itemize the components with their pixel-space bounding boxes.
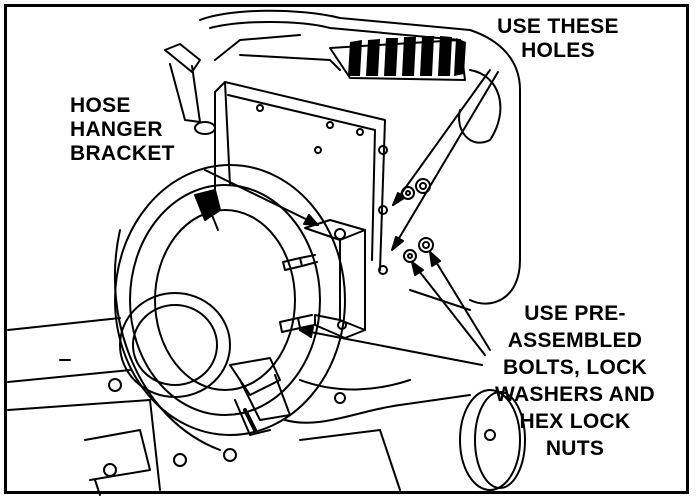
label-line: USE THESE: [497, 15, 619, 38]
engine-duct: [214, 81, 388, 275]
bracket-bolts: [279, 254, 318, 333]
label-line: NUTS: [545, 437, 605, 460]
hose-hanger-bracket: [304, 219, 366, 339]
label-line: ASSEMBLED: [507, 329, 643, 352]
label-line: HOSE: [70, 94, 131, 117]
label-line: BOLTS, LOCK: [502, 356, 648, 379]
label-line: HEX LOCK: [519, 410, 631, 433]
blower-outlet-ring: [119, 292, 231, 398]
engine-shroud: [199, 9, 521, 305]
label-line: HOLES: [521, 39, 595, 62]
label-use-preassembled-hardware: USE PRE- ASSEMBLED BOLTS, LOCK WASHERS A…: [480, 300, 670, 462]
label-line: WASHERS AND: [494, 383, 656, 406]
label-use-these-holes: USE THESE HOLES: [478, 15, 638, 63]
blower-housing: [113, 164, 346, 451]
label-hose-hanger-bracket: HOSE HANGER BRACKET: [70, 94, 175, 166]
label-line: BRACKET: [70, 142, 175, 165]
arrow-use-these-holes: [391, 69, 499, 251]
label-line: USE PRE-: [524, 302, 626, 325]
arrow-hose-hanger-bracket: [204, 169, 319, 226]
diagram-frame: [4, 4, 689, 494]
label-line: HANGER: [70, 118, 163, 141]
wheel: [459, 389, 526, 491]
cooling-vent-grille: [348, 36, 466, 76]
throttle-assembly: [229, 357, 471, 436]
blower-stand-frame: [7, 289, 471, 496]
lock-washers-and-nuts: [401, 178, 434, 263]
arrow-use-preassembled: [299, 251, 491, 366]
